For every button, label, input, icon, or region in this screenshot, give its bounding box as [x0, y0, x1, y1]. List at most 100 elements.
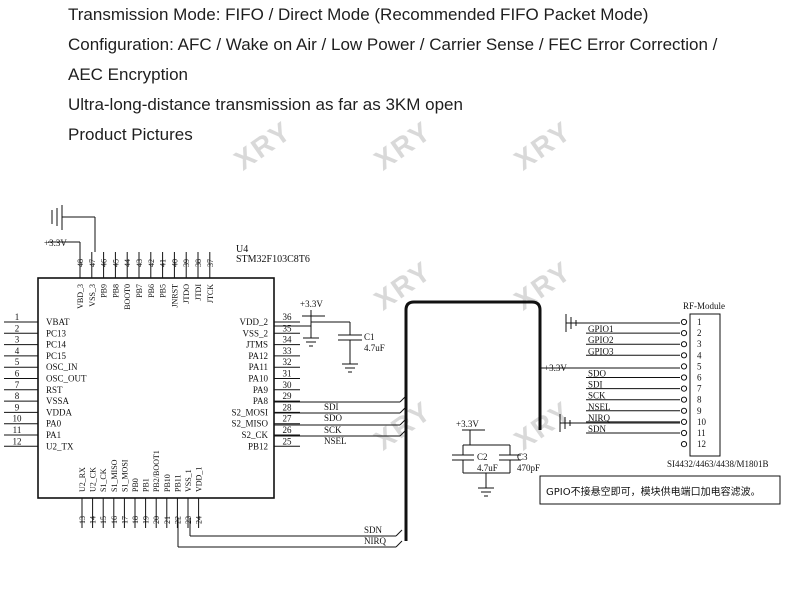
mcu-pin-number: 41	[159, 259, 168, 267]
mcu-pin-name: PA10	[248, 374, 268, 384]
mcu-pin-name: S2_CK	[241, 430, 268, 440]
mcu-pin-name: OSC_IN	[46, 362, 78, 372]
mcu-pin-number: 21	[163, 516, 172, 524]
mcu-pin-name: BOOT0	[123, 284, 132, 310]
c2-value: 4.7uF	[477, 463, 498, 473]
module-pin-pad	[680, 418, 688, 425]
mcu-pin-name: JTDO	[182, 284, 191, 304]
net-label-sdi: SDI	[324, 402, 339, 412]
module-pin-name: NIRQ	[588, 413, 610, 423]
mcu-pin-name: PB7	[135, 284, 144, 298]
mcu-pin-number: 30	[283, 380, 293, 390]
c1-value: 4.7uF	[364, 343, 385, 353]
mcu-pin-number: 1	[15, 312, 20, 322]
intro-line-transmission-mode: Transmission Mode: FIFO / Direct Mode (R…	[68, 5, 649, 24]
mcu-pin-number: 40	[170, 259, 179, 267]
mcu-pin-name: PB2/BOOT1	[152, 450, 161, 492]
mcu-pin-name: S2_MISO	[231, 419, 268, 429]
module-pin-pad	[680, 318, 688, 326]
mcu-pin-name: VSS_1	[184, 469, 193, 492]
mcu-pin-name: VDD_2	[240, 317, 269, 327]
module-pin-pad	[680, 407, 688, 414]
mcu-pin-name: RST	[46, 385, 63, 395]
module-pin-name: GPIO1	[588, 324, 614, 334]
mcu-pin-number: 3	[15, 335, 20, 345]
module-pin-name: NSEL	[588, 402, 611, 412]
module-pin-name: SCK	[588, 391, 606, 401]
module-pin-number: 12	[697, 439, 706, 449]
mcu-pin-number: 20	[152, 516, 161, 524]
mcu-pin-name: JTDI	[194, 284, 203, 301]
mcu-pin-name: S1_MISO	[110, 459, 119, 492]
mcu-pin-name: PA11	[249, 362, 268, 372]
mcu-pin-number: 34	[283, 335, 293, 345]
mcu-pin-name: PA0	[46, 419, 62, 429]
module-pin-number: 1	[697, 317, 702, 327]
mcu-pin-name: PA1	[46, 430, 61, 440]
mcu-pin-number: 18	[131, 516, 140, 524]
mcu-pin-name: JNRST	[170, 284, 179, 308]
net-label-sdn: SDN	[364, 525, 383, 535]
mcu-pin-number: 23	[184, 516, 193, 524]
mcu-pin-name: VSS_2	[242, 328, 268, 338]
module-pin-pad	[680, 374, 688, 381]
mcu-pin-name: PC13	[46, 328, 67, 338]
module-pin-number: 5	[697, 361, 702, 371]
c1-ref: C1	[364, 332, 375, 342]
module-pin-pad	[680, 385, 688, 392]
mcu-pin-name: OSC_OUT	[46, 374, 87, 384]
module-pin-name: SDN	[588, 424, 607, 434]
mcu-pin-name: PB0	[131, 478, 140, 492]
mcu-pin-number: 32	[283, 357, 292, 367]
c1-power-label: +3.3V	[300, 299, 323, 309]
mcu-pin-name: PC14	[46, 340, 67, 350]
mcu-pin-number: 6	[15, 369, 20, 379]
module-pin-number: 2	[697, 328, 702, 338]
c3-ref: C3	[517, 452, 528, 462]
mcu-pin-number: 27	[283, 414, 293, 424]
mcu-pin-name: PB1	[142, 478, 151, 492]
intro-text: Transmission Mode: FIFO / Direct Mode (R…	[68, 0, 788, 150]
c2-ref: C2	[477, 452, 488, 462]
module-power-label: +3.3V	[544, 363, 567, 373]
mcu-pin-name: VSS_3	[88, 284, 97, 307]
mcu-pin-number: 47	[88, 259, 97, 267]
mcu-pin-number: 11	[13, 425, 22, 435]
mcu-pin-name: U2_RX	[78, 467, 87, 492]
mcu-pin-name: U2_CK	[89, 467, 98, 492]
mcu-pin-number: 10	[13, 414, 23, 424]
schematic-note: GPIO不接悬空即可，模块供电端口加电容滤波。	[546, 485, 761, 498]
module-part: SI4432/4463/4438/M1801B	[667, 459, 769, 469]
mcu-pin-number: 48	[76, 259, 85, 267]
module-pin-name: GPIO3	[588, 346, 614, 356]
mcu-pin-name: VDDA	[46, 407, 72, 417]
net-label-nirq: NIRQ	[364, 536, 386, 546]
module-pin-number: 4	[697, 350, 702, 360]
mcu-pin-number: 43	[135, 259, 144, 267]
intro-line-encryption: AEC Encryption	[68, 65, 188, 84]
module-pin-number: 9	[697, 406, 702, 416]
intro-line-product-pictures: Product Pictures	[68, 125, 193, 144]
c3-value: 470pF	[517, 463, 540, 473]
intro-line-range: Ultra-long-distance transmission as far …	[68, 95, 463, 114]
mcu-pin-name: VBAT	[46, 317, 70, 327]
mcu-pin-number: 45	[111, 259, 120, 267]
mcu-pin-name: VSSA	[46, 396, 70, 406]
module-pin-name: SDI	[588, 380, 603, 390]
module-pin-number: 11	[697, 428, 706, 438]
mcu-pin-number: 38	[194, 259, 203, 267]
mcu-pin-name: U2_TX	[46, 441, 74, 451]
mcu-part: STM32F103C8T6	[236, 254, 310, 265]
intro-line-configuration: Configuration: AFC / Wake on Air / Low P…	[68, 35, 718, 54]
mcu-pin-name: PB10	[163, 474, 172, 492]
net-label-sck: SCK	[324, 425, 342, 435]
mcu-pin-name: S1_CK	[99, 468, 108, 492]
mcu-pin-number: 13	[78, 516, 87, 524]
mcu-pin-number: 37	[206, 259, 215, 267]
mcu-pin-number: 29	[283, 391, 293, 401]
mcu-pin-number: 19	[142, 516, 151, 524]
module-pin-number: 7	[697, 384, 702, 394]
module-pin-number: 8	[697, 395, 702, 405]
mcu-pin-number: 31	[283, 369, 292, 379]
